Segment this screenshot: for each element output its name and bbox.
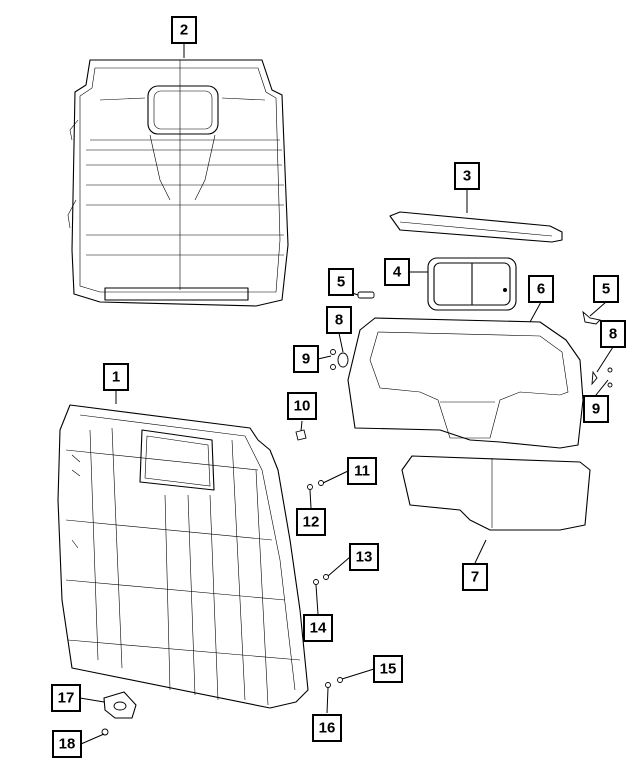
callout-5: 5 [328,268,354,296]
part-1-lower-panel [57,404,309,709]
part-8-grommet [337,352,349,368]
part-15-fastener [337,677,343,683]
leader-lines [79,44,614,745]
callout-12: 12 [296,508,326,536]
part-11-fastener [318,480,324,486]
callout-6: 6 [528,275,554,303]
part-10-nut [295,429,307,441]
callout-13: 13 [349,543,379,571]
svg-text:9: 9 [592,401,600,418]
callout-2: 2 [171,16,197,44]
part-6-divider-panel [347,317,584,449]
svg-text:7: 7 [471,569,479,586]
callout-5: 5 [593,275,619,303]
callout-10: 10 [287,392,317,420]
callout-1: 1 [103,363,129,391]
callout-8: 8 [326,306,352,334]
callout-4: 4 [384,258,410,286]
svg-text:8: 8 [609,326,617,343]
part-14-fastener [313,579,319,585]
callout-18: 18 [52,730,82,758]
part-5-clip [582,310,601,325]
svg-text:1: 1 [112,369,120,386]
part-8-grommet [591,370,598,386]
part-9-screw [607,382,613,388]
callout-16: 16 [312,714,342,742]
svg-text:5: 5 [602,281,610,298]
callout-11: 11 [347,457,377,485]
svg-text:3: 3 [463,168,471,185]
callout-7: 7 [462,563,488,591]
svg-text:4: 4 [393,264,402,281]
part-9-screw [330,364,336,370]
part-13-fastener [323,574,329,580]
part-12-fastener [307,484,313,490]
callout-3: 3 [454,162,480,190]
svg-text:6: 6 [537,281,545,298]
svg-text:11: 11 [354,463,370,480]
svg-text:8: 8 [335,312,343,329]
callout-15: 15 [373,655,403,683]
part-7-lower-pad [401,455,591,531]
svg-text:10: 10 [294,398,311,415]
callout-9: 9 [293,345,319,373]
svg-text:15: 15 [380,661,397,678]
small-fasteners [101,291,613,736]
svg-text:2: 2 [180,22,188,39]
part-9-screw [330,349,336,355]
part-9-screw [607,367,613,373]
part-2-upper-panel [67,59,289,307]
svg-text:9: 9 [302,351,310,368]
part-16-fastener [325,682,331,688]
svg-text:14: 14 [310,620,327,637]
svg-text:5: 5 [337,274,345,291]
part-18-fastener [101,728,109,736]
part-3-trim-strip [389,211,563,243]
callout-14: 14 [303,614,333,642]
svg-text:16: 16 [319,720,336,737]
callout-17: 17 [51,684,81,712]
svg-text:13: 13 [356,549,373,566]
callout-8: 8 [600,320,626,348]
callout-9: 9 [583,395,609,423]
part-5-clip [357,291,375,299]
svg-text:18: 18 [59,736,76,753]
part-4-window [427,257,517,311]
svg-text:12: 12 [303,514,320,531]
svg-text:17: 17 [58,690,75,707]
